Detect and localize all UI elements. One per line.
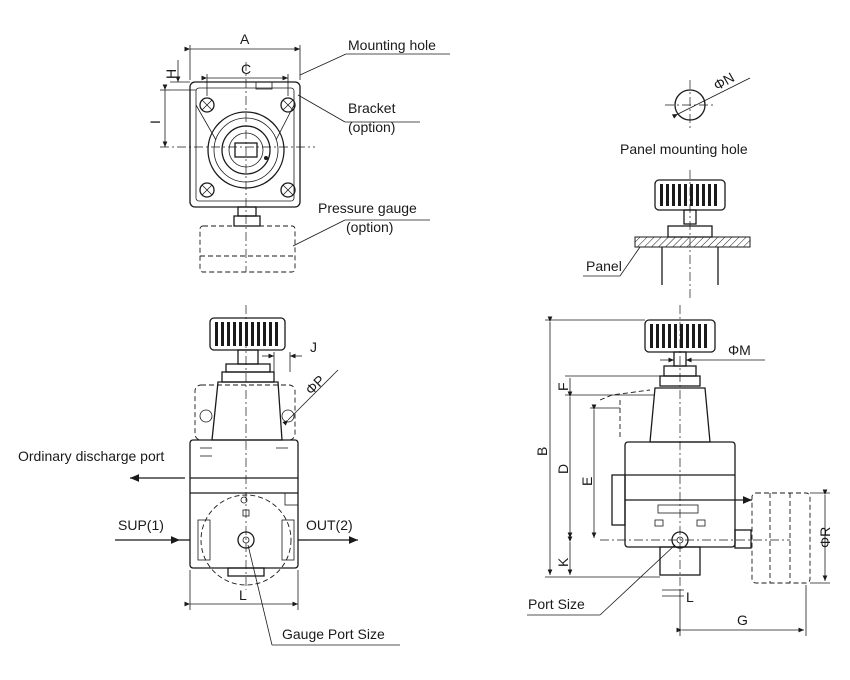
dim-D: D: [555, 464, 571, 474]
port-size-label: Port Size: [528, 596, 585, 612]
dim-L-front: L: [239, 587, 247, 603]
dim-phiP: ΦP: [302, 372, 328, 398]
dim-J: J: [310, 339, 317, 355]
dim-G: G: [737, 612, 748, 628]
dim-K: K: [555, 557, 571, 567]
dim-B: B: [534, 447, 550, 456]
mounting-screw-icon: [199, 97, 296, 198]
out-label: OUT(2): [306, 517, 353, 533]
top-view: A C H I Mounting hole Bracket (option) P…: [147, 31, 450, 273]
dim-H: H: [163, 69, 179, 79]
panel-mounting-hole-view: ΦN Panel mounting hole: [620, 69, 751, 157]
knob-knurl-icon: [215, 322, 278, 346]
dim-I: I: [147, 120, 163, 124]
side-view: ΦM B F D E K L G ΦR: [527, 305, 833, 636]
dim-A: A: [240, 31, 250, 47]
dim-C: C: [241, 61, 251, 77]
ordinary-discharge-port-label: Ordinary discharge port: [18, 448, 164, 464]
dim-phiR: ΦR: [817, 527, 833, 548]
pressure-gauge-label: Pressure gauge: [318, 200, 417, 216]
dim-phiN: ΦN: [711, 69, 737, 93]
knob-knurl-icon: [650, 324, 707, 348]
panel-detail-view: Panel: [583, 170, 751, 300]
front-view: J ΦP L Ordinary discharge port SUP(1) OU…: [18, 305, 400, 646]
gauge-port-size-label: Gauge Port Size: [282, 626, 385, 642]
dim-F: F: [555, 382, 571, 391]
panel-label: Panel: [586, 258, 622, 274]
gauge-option-label: (option): [346, 219, 393, 235]
bracket-label: Bracket: [348, 100, 396, 116]
dim-phiM: ΦM: [728, 342, 751, 358]
mounting-hole-label: Mounting hole: [348, 37, 436, 53]
panel-mounting-hole-label: Panel mounting hole: [620, 141, 748, 157]
knob-knurl-icon: [660, 184, 717, 206]
dim-L-side: L: [686, 589, 694, 605]
dim-E: E: [579, 477, 595, 486]
sup-label: SUP(1): [118, 517, 164, 533]
bracket-option-label: (option): [348, 119, 395, 135]
